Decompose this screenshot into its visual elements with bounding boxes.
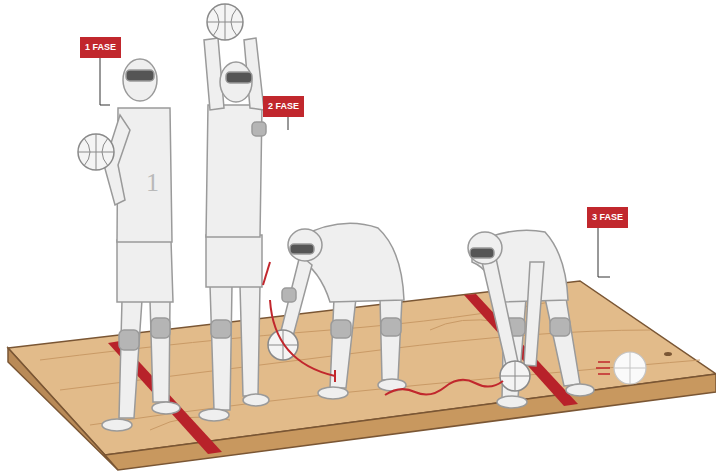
phase-tag: 1 FASE: [80, 37, 121, 58]
rolling-ball: [614, 352, 646, 384]
phase-tag: 3 FASE: [587, 207, 628, 228]
shorts: [206, 235, 262, 287]
leg: [150, 300, 170, 402]
roll-path: [385, 380, 503, 395]
ball: [500, 361, 530, 391]
knee-pad: [119, 330, 139, 350]
knee-pad: [331, 320, 351, 338]
player-phase-2: [199, 38, 269, 421]
phase-label: 2 FASE: [268, 101, 299, 112]
elbow-pad: [252, 122, 266, 136]
leg: [380, 298, 402, 380]
leader-line: [100, 58, 110, 105]
head: [220, 62, 252, 102]
knee-pad: [381, 318, 401, 336]
arm: [482, 258, 518, 365]
shoe: [566, 384, 594, 396]
arc-end: [334, 370, 336, 382]
floor-front: [105, 374, 716, 470]
shoe: [102, 419, 132, 431]
shoe: [199, 409, 229, 421]
elbow-pad: [282, 288, 296, 302]
jersey-number: 1: [146, 168, 159, 198]
shoe: [243, 394, 269, 406]
shorts: [117, 240, 173, 302]
leg: [545, 298, 580, 386]
leg: [210, 285, 232, 410]
ball-seam: [500, 361, 530, 391]
goggles: [290, 244, 314, 254]
head: [288, 229, 322, 261]
player-phase-3b: [468, 230, 594, 408]
ball: [207, 4, 243, 40]
arm: [280, 255, 312, 340]
leader-line: [288, 117, 289, 130]
phase-label: 3 FASE: [592, 212, 623, 223]
floor-hole: [664, 352, 672, 356]
swing-arc: [270, 300, 335, 376]
head: [123, 59, 157, 101]
shoe: [318, 387, 348, 399]
leg: [119, 300, 142, 418]
player-phase-3a: [280, 223, 406, 399]
motion-lines: [596, 362, 610, 374]
leg: [330, 298, 356, 388]
goggles: [126, 70, 154, 81]
arm: [524, 262, 544, 366]
ball-seam: [78, 134, 114, 170]
motion-tick: [263, 262, 270, 285]
ball-seam: [614, 352, 646, 384]
phase-label: 1 FASE: [85, 42, 116, 53]
shoe: [497, 396, 527, 408]
floor-side: [8, 348, 118, 470]
player-phase-1: [102, 59, 180, 431]
knee-pad: [151, 318, 170, 338]
ball: [78, 134, 114, 170]
head: [468, 232, 502, 264]
shoe: [152, 402, 180, 414]
goggles: [226, 72, 252, 83]
leg: [240, 285, 260, 396]
ball: [78, 134, 114, 170]
leader-line: [598, 228, 610, 277]
phase-tag: 2 FASE: [263, 96, 304, 117]
goggles: [470, 248, 494, 258]
knee-pad: [211, 320, 231, 338]
knee-pad: [550, 318, 570, 336]
ball-seam: [207, 4, 243, 40]
